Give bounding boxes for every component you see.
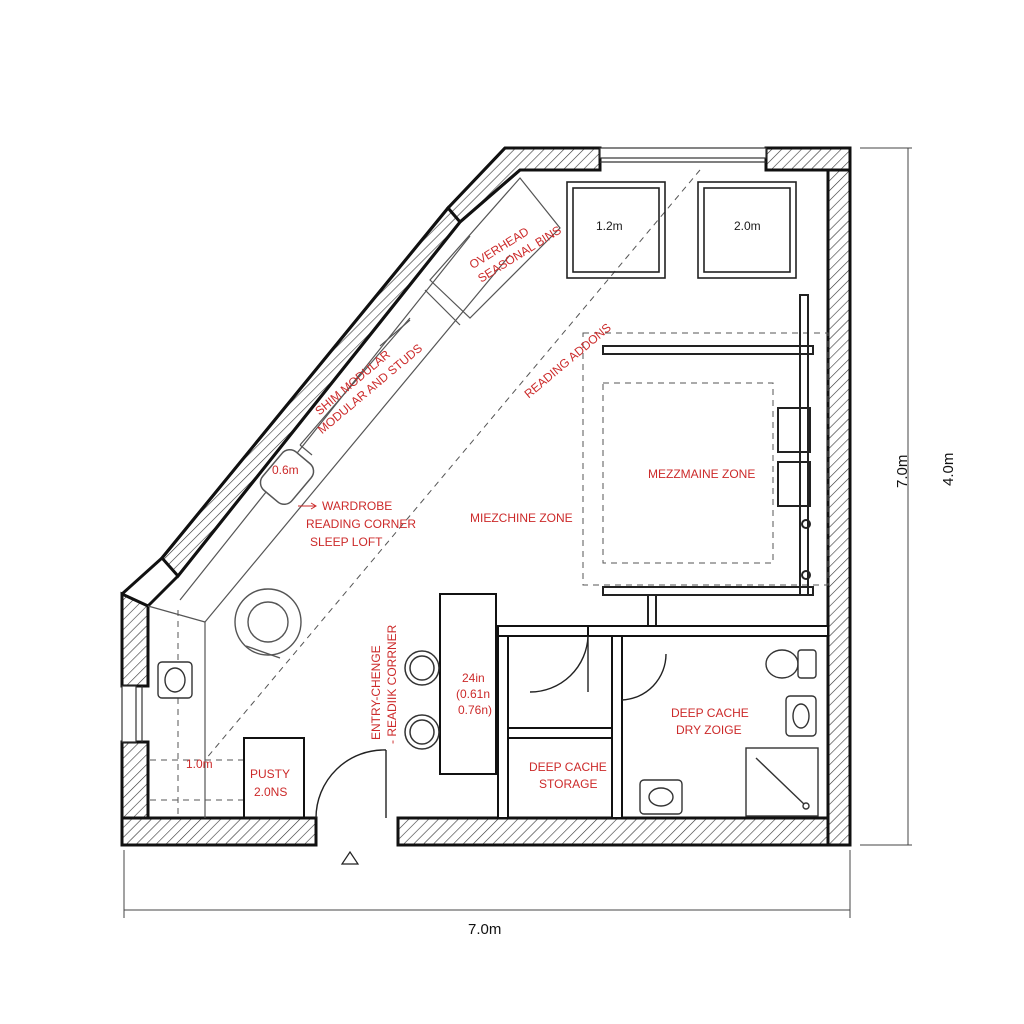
dashed-guides (150, 169, 829, 818)
window-box-2 (697, 181, 797, 279)
svg-text:ENTRY-CHENGE: ENTRY-CHENGE (369, 645, 383, 740)
width-dimension: 7.0m (468, 921, 501, 938)
reading-corner-label: READING CORNER (306, 517, 416, 531)
window-box-1 (566, 181, 666, 279)
svg-text:- READIIK CORRNER: - READIIK CORRNER (385, 624, 399, 744)
mezzanine-zone-left-label: MIEZCHINE ZONE (470, 511, 573, 525)
height-outer-dimension: 4.0m (940, 453, 957, 486)
pantry-label-1: PUSTY (250, 767, 290, 781)
top-window (599, 147, 767, 163)
desk-dim-2: (0.61n (456, 687, 490, 701)
deep-cache-storage-2: STORAGE (539, 777, 597, 791)
diagonal-wall (120, 146, 521, 608)
doors (315, 635, 667, 819)
desk-dim-1: 24in (462, 671, 485, 685)
deep-cache-dry-2: DRY ZOIGE (676, 723, 742, 737)
mezzanine-partitions (602, 294, 814, 634)
height-inner-dimension: 7.0m (894, 455, 911, 488)
wardrobe-label: WARDROBE (322, 499, 392, 513)
deep-cache-dry-1: DEEP CACHE (671, 706, 749, 720)
overhead-bins-box (429, 177, 561, 319)
bathroom-fixtures (157, 649, 819, 817)
mezzanine-zone-right-label: MEZZMAINE ZONE (648, 467, 755, 481)
pantry-dim: 1.0m (186, 757, 213, 771)
wall-niche-label: 0.6m (272, 463, 299, 477)
round-chair (234, 588, 302, 659)
diagonal-cabinetry (147, 235, 511, 818)
desk-dim-3: 0.76n) (458, 703, 492, 717)
window-1-dim: 1.2m (596, 219, 623, 233)
interior-walls (243, 593, 829, 819)
wall-niche (259, 448, 315, 506)
wardrobe-arrow (298, 502, 317, 510)
overhead-bins-label: OVERHEAD SEASONAL BINS (467, 223, 564, 286)
dimension-lines (123, 147, 912, 918)
reading-addons-label: READING ADDONS (522, 320, 614, 401)
entry-marker (340, 850, 360, 865)
entry-exchange-label: ENTRY-CHENGE - READIIK CORRNER (369, 624, 399, 744)
pantry-label-2: 2.0NS (254, 785, 287, 799)
left-window (121, 685, 143, 743)
window-2-dim: 2.0m (734, 219, 761, 233)
stools (404, 650, 440, 750)
deep-cache-storage-1: DEEP CACHE (529, 760, 607, 774)
sleep-loft-label: SLEEP LOFT (310, 535, 383, 549)
